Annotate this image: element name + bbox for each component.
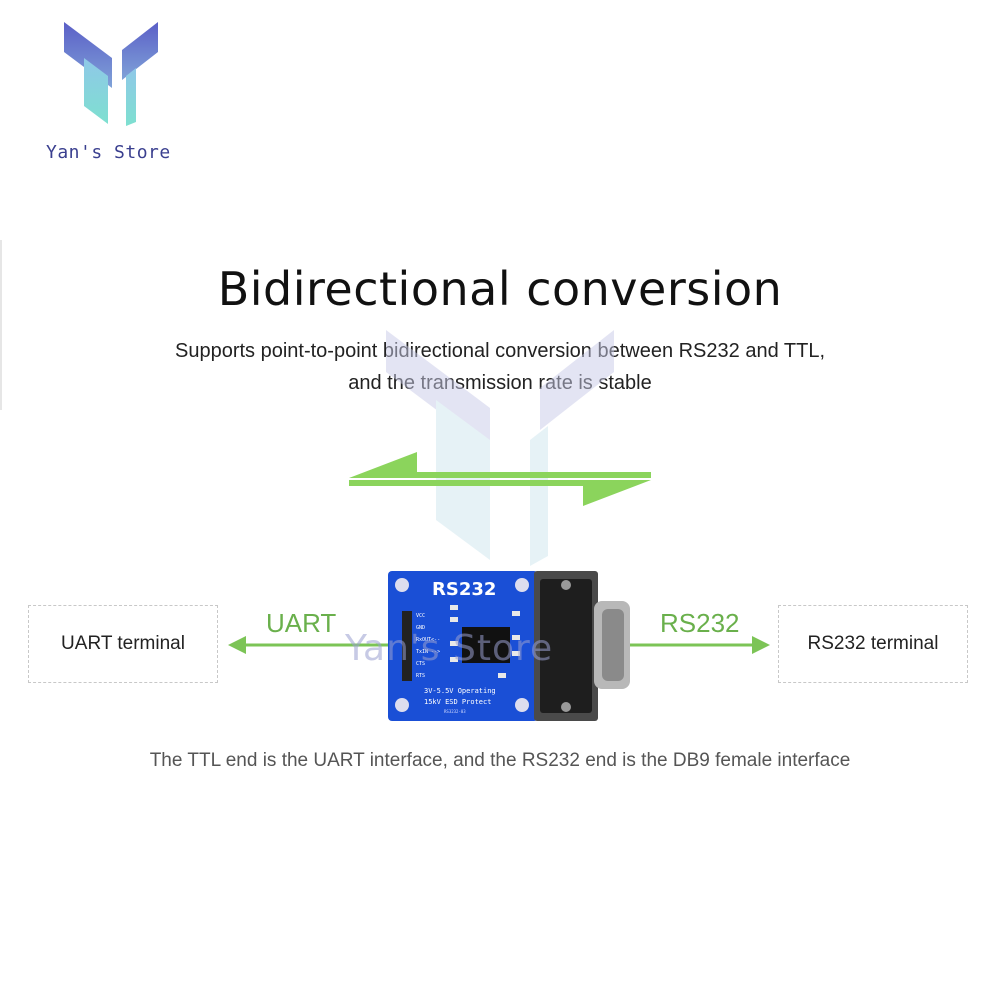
board-esd-text: 15kV ESD Protect (424, 698, 491, 706)
page-title: Bidirectional conversion (217, 262, 783, 316)
pin-label: TxIN --> (416, 649, 440, 655)
bidirectional-arrows-icon (349, 452, 651, 506)
rs232-terminal-box: RS232 terminal (778, 605, 968, 683)
store-watermark-text: Yan's Store (345, 628, 554, 669)
pin-label: CTS (416, 661, 425, 667)
pin-label: VCC (416, 613, 425, 619)
page-edge-line (0, 240, 2, 410)
pin-label: RxOUT<-- (416, 637, 440, 643)
rs232-board-image: RS232 VCC GND RxOUT<-- TxIN --> CTS RTS … (388, 571, 630, 721)
board-title: RS232 (432, 579, 496, 600)
uart-terminal-label: UART terminal (61, 633, 185, 654)
right-arrow-icon (620, 636, 770, 654)
board-voltage-text: 3V-5.5V Operating (424, 687, 496, 695)
pin-label: GND (416, 625, 425, 631)
caption-text: The TTL end is the UART interface, and t… (149, 750, 851, 771)
pin-label: RTS (416, 673, 425, 679)
left-arrow-icon (228, 636, 398, 654)
rs232-link-label: RS232 (660, 608, 740, 638)
uart-terminal-box: UART terminal (28, 605, 218, 683)
store-name: Yan's Store (46, 142, 171, 163)
store-logo-icon (64, 22, 158, 126)
board-code-text: RS3232-03 (444, 709, 466, 714)
subtitle-line-1: Supports point-to-point bidirectional co… (174, 340, 826, 362)
rs232-terminal-label: RS232 terminal (807, 633, 939, 654)
uart-link-label: UART (266, 608, 337, 638)
